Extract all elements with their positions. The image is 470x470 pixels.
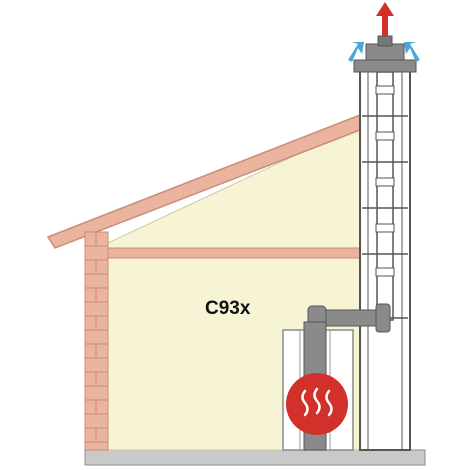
diagram-label: C93x <box>205 298 251 319</box>
up-arrow-icon <box>376 2 394 36</box>
diagonal-arrow-icon <box>348 42 420 62</box>
chimney-terminal <box>353 35 417 73</box>
chimney-flue-pipe <box>375 71 395 321</box>
ground-slab <box>84 449 426 466</box>
brick-wall <box>84 231 109 451</box>
heat-waves-icon <box>301 387 333 417</box>
ceiling-beam <box>107 247 361 259</box>
heat-badge <box>286 373 348 435</box>
